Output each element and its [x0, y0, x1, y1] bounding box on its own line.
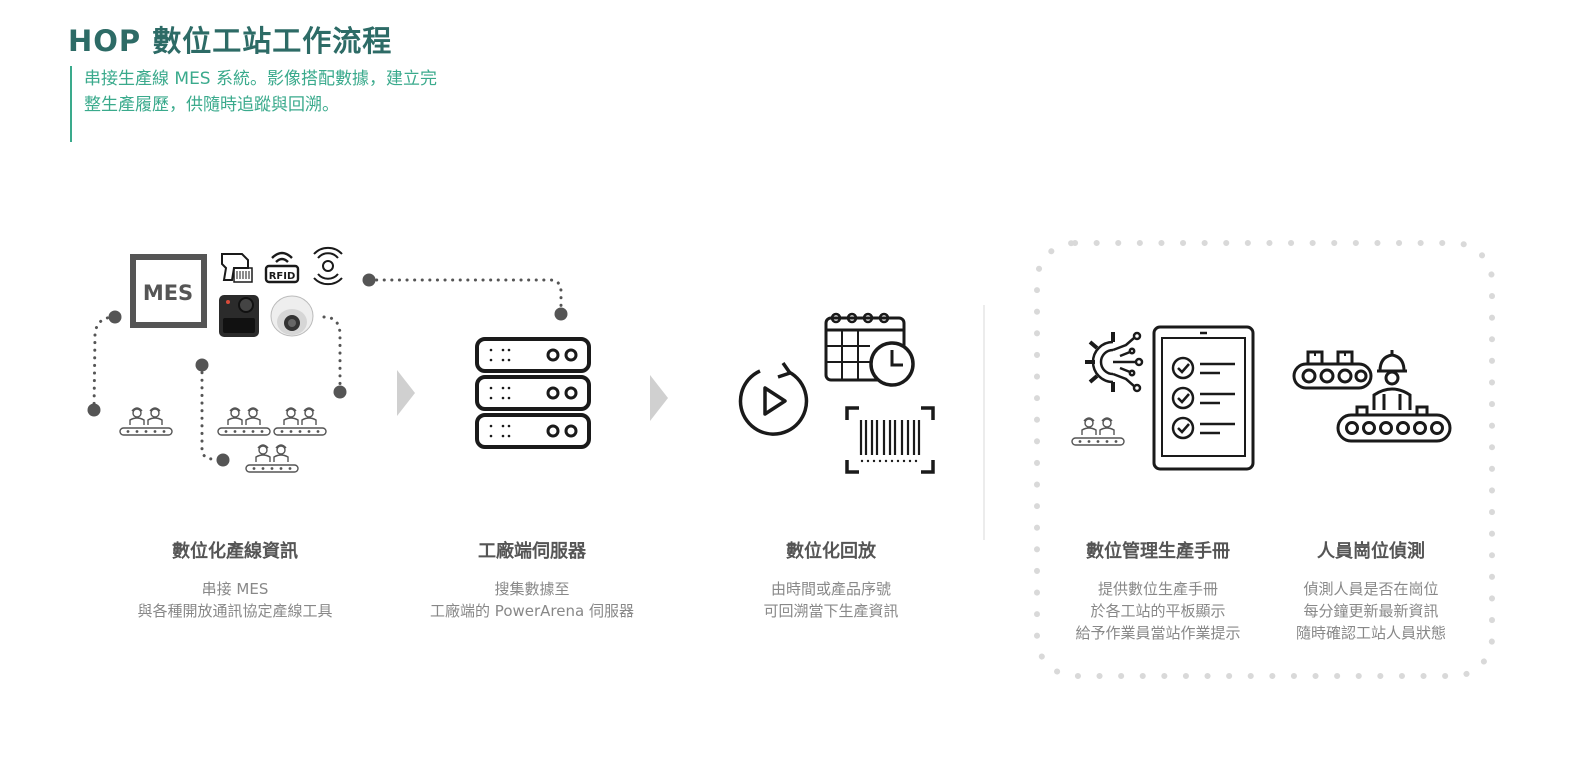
step-title-factory-server: 工廠端伺服器 — [478, 541, 586, 562]
step-description-line: 隨時確認工站人員狀態 — [1295, 624, 1447, 642]
iot-icon — [313, 246, 343, 286]
page-title: HOP 數位工站工作流程 — [68, 24, 393, 58]
barcode-icon — [845, 406, 935, 474]
intro-line-1: 串接生產線 MES 系統。影像搭配數據，建立完 — [84, 69, 438, 89]
step-description-line: 每分鐘更新最新資訊 — [1303, 602, 1439, 620]
step-description-line: 串接 MES — [201, 580, 269, 598]
conveyor-belt-icon — [1336, 413, 1452, 443]
step-description: 搜集數據至 工廠端的 PowerArena 伺服器 — [430, 578, 634, 622]
step-description: 提供數位生產手冊 於各工站的平板顯示 給予作業員當站作業提示 — [1075, 578, 1240, 644]
dome-camera-icon — [270, 295, 314, 337]
chevron-right-icon — [650, 375, 668, 421]
rfid-icon: RFID — [264, 251, 300, 284]
chevron-right-icon — [397, 370, 415, 416]
server-rack-icon — [475, 337, 591, 449]
step-description-line: 與各種開放通訊協定產線工具 — [137, 602, 333, 620]
step-title-digital-manual: 數位管理生產手冊 — [1086, 541, 1230, 562]
step-title-personnel-detection: 人員崗位偵測 — [1317, 541, 1425, 562]
action-camera-icon — [219, 295, 259, 337]
step-description-line: 提供數位生產手冊 — [1097, 580, 1219, 598]
step-description-line: 工廠端的 PowerArena 伺服器 — [430, 602, 634, 620]
workstation-icon — [246, 445, 298, 472]
mes-box-icon: MES — [130, 254, 207, 328]
workstation-icon — [120, 408, 172, 435]
step-description-line: 由時間或產品序號 — [770, 580, 892, 598]
svg-text:RFID: RFID — [269, 271, 296, 282]
step-description: 偵測人員是否在崗位 每分鐘更新最新資訊 隨時確認工站人員狀態 — [1296, 578, 1446, 644]
step-title-digital-replay: 數位化回放 — [786, 541, 876, 562]
conveyor-boxes-icon — [1292, 350, 1373, 390]
step-description: 串接 MES 與各種開放通訊協定產線工具 — [137, 578, 332, 622]
workstation-icon — [274, 408, 326, 435]
gear-circuit-icon — [1085, 331, 1144, 393]
step-description-line: 可回溯當下生產資訊 — [763, 602, 899, 620]
workstation-icon — [1072, 418, 1124, 445]
step-description-line: 偵測人員是否在崗位 — [1303, 580, 1439, 598]
intro-line-2: 整生產履歷，供隨時追蹤與回溯。 — [84, 95, 339, 115]
workstation-icon — [218, 408, 270, 435]
intro-block: 串接生產線 MES 系統。影像搭配數據，建立完 整生產履歷，供隨時追蹤與回溯。 — [70, 66, 504, 142]
step-title-digital-line-info: 數位化產線資訊 — [172, 541, 298, 562]
step-description-line: 給予作業員當站作業提示 — [1075, 624, 1241, 642]
step-description: 由時間或產品序號 可回溯當下生產資訊 — [763, 578, 898, 622]
svg-text:MES: MES — [143, 281, 193, 305]
replay-icon — [738, 361, 809, 436]
barcode-scanner-icon — [221, 253, 253, 283]
tablet-checklist-icon — [1152, 325, 1255, 471]
connection-nodes — [87, 273, 568, 467]
step-description-line: 於各工站的平板顯示 — [1090, 602, 1226, 620]
step-description-line: 搜集數據至 — [494, 580, 570, 598]
calendar-clock-icon — [824, 312, 915, 387]
